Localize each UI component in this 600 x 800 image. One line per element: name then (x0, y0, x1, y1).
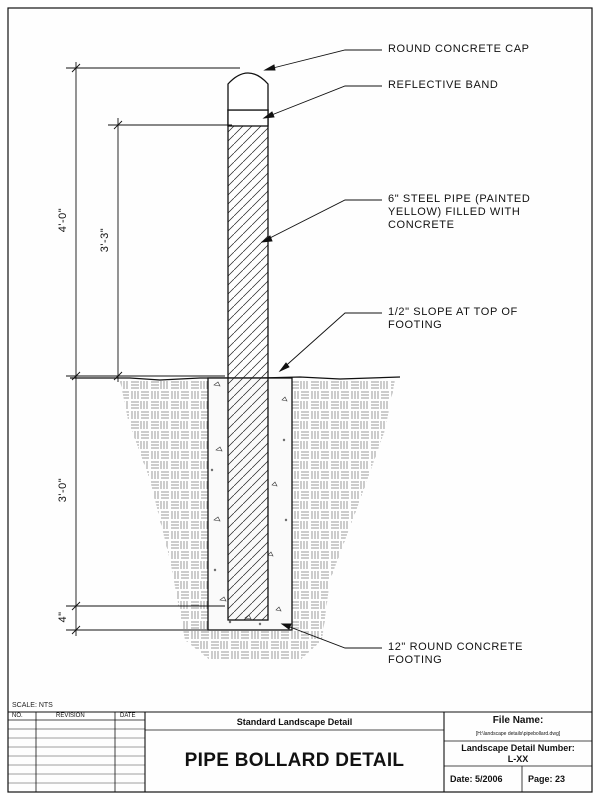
tb-date-label: DATE (120, 713, 136, 719)
callout-round-concrete-cap: ROUND CONCRETE CAP (388, 43, 530, 55)
callout-footing-slope: 1/2" SLOPE AT TOP OF FOOTING (388, 306, 518, 331)
tb-file-name-label: File Name: (492, 715, 544, 726)
tb-file-path: [H:\landscape details\pipebollard.dwg] (475, 731, 561, 737)
sheet-border (7, 7, 593, 793)
tb-revision-label: REVISION (56, 713, 85, 719)
callout-steel-pipe: 6" STEEL PIPE (PAINTED YELLOW) FILLED WI… (388, 193, 531, 231)
tb-page-value: Page: 23 (528, 774, 566, 784)
dimension-lines (66, 62, 240, 636)
callout-reflective-band: REFLECTIVE BAND (388, 79, 499, 91)
tb-no-label: NO. (12, 713, 23, 719)
footing-aggregate (210, 381, 288, 626)
tb-detail-number: L-XX (507, 754, 529, 764)
dim-above-grade: 4'-0" (57, 207, 69, 233)
tb-standard-label: Standard Landscape Detail (236, 717, 353, 727)
tb-detail-number-label: Landscape Detail Number: (461, 743, 575, 753)
dim-below-grade: 3'-0" (57, 477, 69, 503)
dim-to-band: 3'-3" (99, 227, 111, 253)
scale-label: SCALE: NTS (12, 702, 53, 709)
steel-pipe (227, 109, 269, 621)
tb-date-value: Date: 5/2006 (450, 774, 503, 784)
leader-lines (260, 49, 382, 649)
dim-base: 4" (57, 611, 69, 623)
round-concrete-cap (227, 72, 269, 111)
callout-concrete-footing: 12" ROUND CONCRETE FOOTING (388, 641, 524, 666)
tb-drawing-title: PIPE BOLLARD DETAIL (184, 750, 405, 771)
title-block-lines (8, 711, 592, 792)
reflective-band (227, 109, 269, 127)
